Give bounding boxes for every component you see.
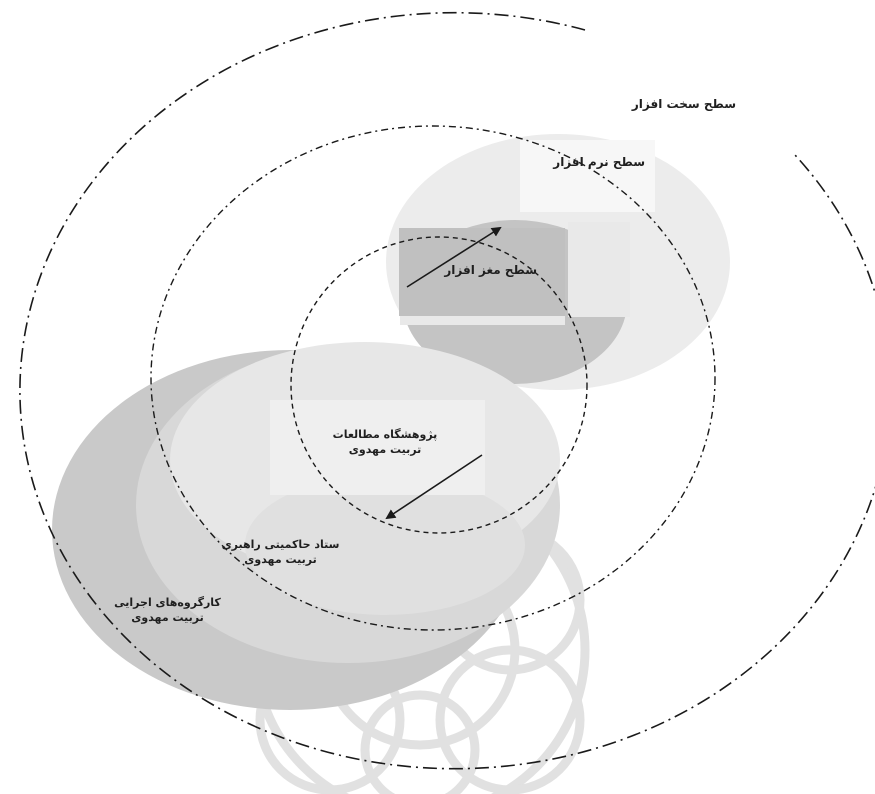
governance-hq-line2: تربیت مهدوی — [218, 553, 343, 568]
executive-groups-label: کارگروه‌های اجرایی تربیت مهدوی — [105, 596, 230, 626]
hardware-level-label: سطح سخت افزار — [632, 96, 736, 112]
research-center-line1: پژوهشگاه مطالعات — [330, 428, 440, 443]
executive-groups-line1: کارگروه‌های اجرایی — [105, 596, 230, 611]
governance-hq-label: ستاد حاکمیتی راهبری تربیت مهدوی — [218, 538, 343, 568]
research-center-line2: تربیت مهدوی — [330, 443, 440, 458]
executive-groups-line2: تربیت مهدوی — [105, 611, 230, 626]
brainware-level-label: سطح مغز افزار — [444, 262, 537, 278]
governance-hq-line1: ستاد حاکمیتی راهبری — [218, 538, 343, 553]
software-level-label: سطح نرم افزار — [553, 154, 645, 170]
research-center-label: پژوهشگاه مطالعات تربیت مهدوی — [330, 428, 440, 458]
